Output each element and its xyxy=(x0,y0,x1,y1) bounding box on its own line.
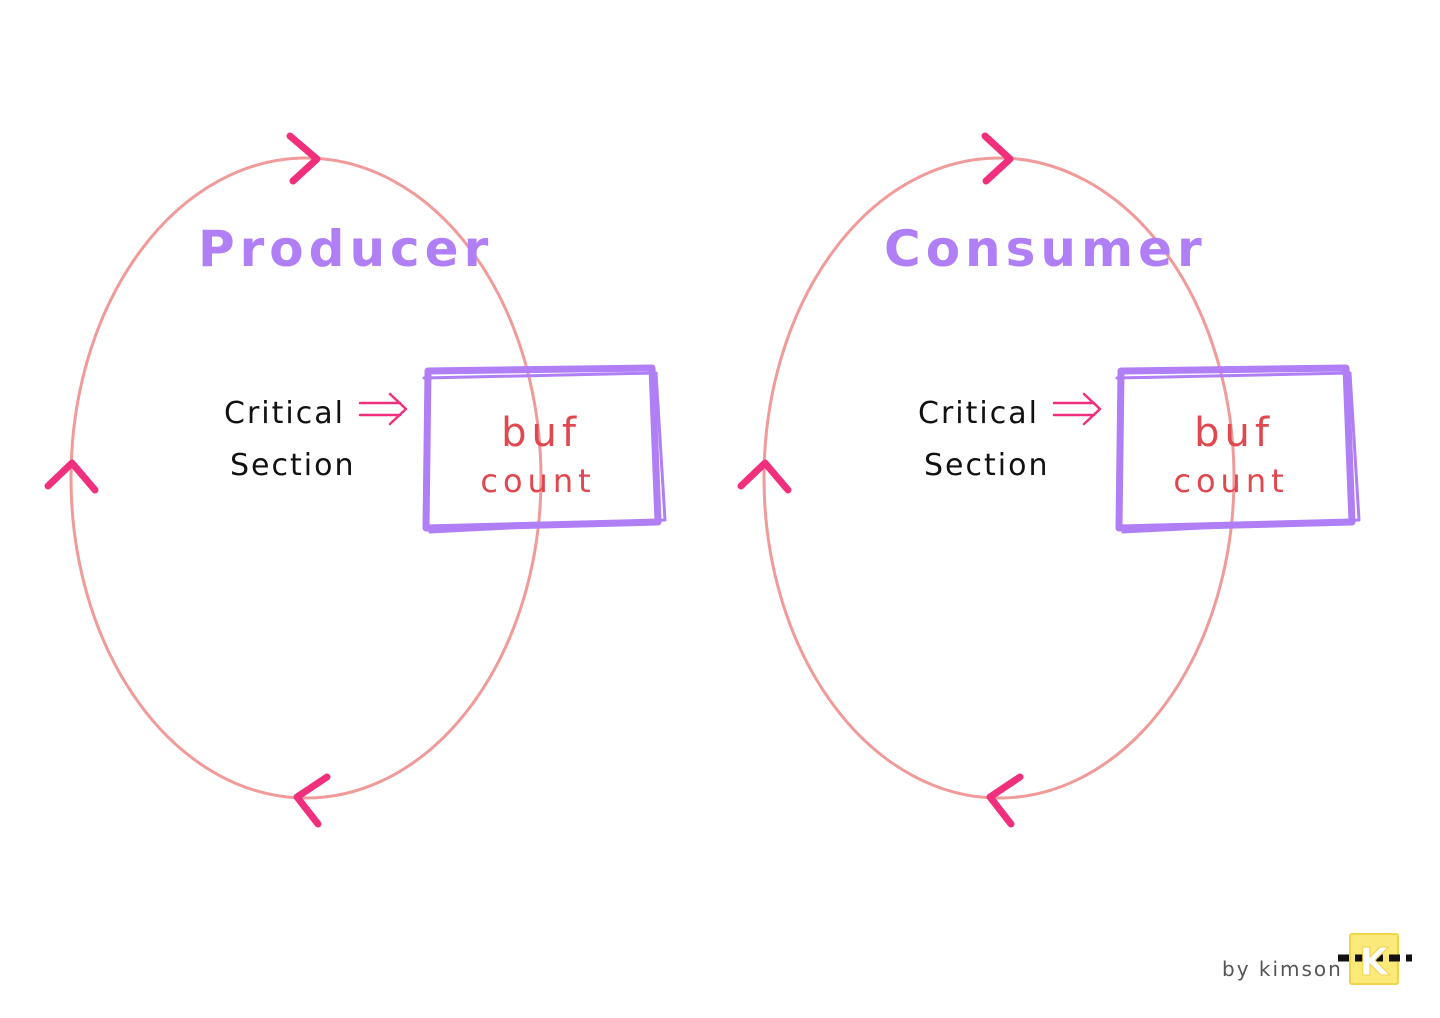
kimson-logo-icon: K xyxy=(1338,933,1412,985)
consumer-arrowhead-top xyxy=(981,132,1014,185)
consumer-var-count: count xyxy=(1173,462,1288,500)
consumer-group: Consumer Critical Section buf count xyxy=(737,132,1361,828)
consumer-label-line1: Critical xyxy=(918,396,1039,431)
producer-title: Producer xyxy=(198,220,493,278)
consumer-title: Consumer xyxy=(884,220,1207,278)
consumer-shared-box xyxy=(1115,364,1361,534)
consumer-var-buf: buf xyxy=(1194,410,1274,456)
producer-pointer-arrow xyxy=(358,392,408,426)
producer-var-count: count xyxy=(480,462,595,500)
consumer-label-line2: Section xyxy=(924,448,1049,483)
producer-shared-box xyxy=(422,364,667,534)
producer-label-line2: Section xyxy=(230,448,355,483)
consumer-arrowhead-left xyxy=(737,459,792,494)
producer-arrowhead-left xyxy=(44,459,99,494)
producer-label-line1: Critical xyxy=(224,396,345,431)
credit-group: by kimson K xyxy=(1222,933,1412,985)
producer-arrowhead-bottom xyxy=(293,773,331,828)
consumer-loop xyxy=(762,156,1236,800)
consumer-pointer-arrow xyxy=(1052,392,1102,426)
producer-arrowhead-top xyxy=(286,132,321,185)
consumer-arrowhead-bottom xyxy=(986,773,1024,828)
logo-letter: K xyxy=(1359,940,1390,984)
producer-group: Producer Critical Section buf count xyxy=(44,132,667,828)
credit-text: by kimson xyxy=(1222,957,1343,981)
producer-var-buf: buf xyxy=(501,410,581,456)
producer-loop xyxy=(69,156,543,800)
